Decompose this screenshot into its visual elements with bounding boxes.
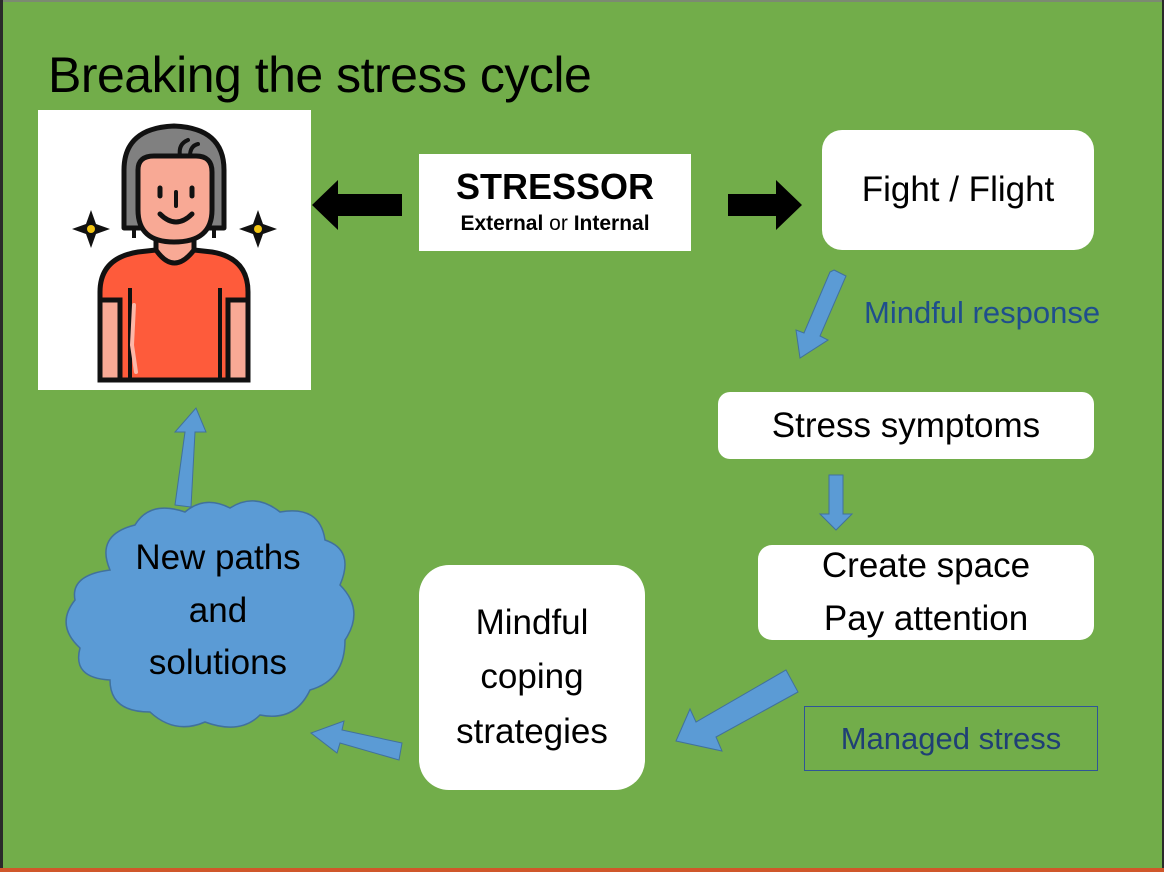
stressor-box: STRESSOR External or Internal: [419, 154, 691, 251]
create-space-box: Create space Pay attention: [758, 545, 1094, 640]
create-space-label: Create space: [821, 546, 1031, 585]
arrow-right-black-icon: [728, 180, 802, 230]
pay-attention-label: Pay attention: [823, 598, 1029, 638]
arrow-down-left-blue-icon-2: [675, 669, 799, 752]
slide-title: Breaking the stress cycle: [48, 47, 592, 103]
new-paths-cloud-text: New paths and solutions: [100, 532, 336, 690]
window-frame-right: [1162, 0, 1164, 872]
stressor-internal: Internal: [573, 212, 650, 235]
arrow-up-blue-icon: [173, 407, 207, 508]
fight-flight-box: Fight / Flight: [822, 130, 1094, 250]
cloud-line-2: and: [188, 590, 248, 630]
thought-cloud-shape: [65, 500, 355, 728]
stress-symptoms-label: Stress symptoms: [771, 405, 1041, 445]
arrow-down-left-blue-icon: [795, 269, 847, 359]
coping-line-2: coping: [480, 657, 584, 697]
stressor-heading: STRESSOR: [455, 166, 655, 207]
stressor-external: External: [460, 212, 544, 235]
stressor-subtitle: External or Internal: [419, 212, 691, 236]
coping-line-3: strategies: [456, 711, 608, 751]
cloud-line-3: solutions: [148, 643, 288, 682]
cloud-line-1: New paths: [135, 538, 301, 577]
managed-stress-box: Managed stress: [804, 706, 1098, 771]
sparkle-right-icon: [239, 210, 277, 248]
arrow-left-blue-icon: [309, 720, 403, 761]
arrow-left-black-icon: [312, 180, 402, 230]
coping-strategies-box: Mindful coping strategies: [419, 565, 645, 790]
sparkle-left-icon: [72, 210, 110, 248]
stressor-connector: or: [549, 212, 568, 235]
window-frame-top: [0, 0, 1164, 2]
bottom-accent-bar: [0, 868, 1164, 872]
arrow-down-blue-icon: [818, 474, 854, 531]
coping-line-1: Mindful: [475, 603, 589, 643]
window-frame-left: [0, 0, 3, 872]
mindful-response-label: Mindful response: [864, 295, 1101, 330]
fight-flight-label: Fight / Flight: [861, 170, 1055, 209]
stress-symptoms-box: Stress symptoms: [718, 392, 1094, 459]
managed-stress-label: Managed stress: [840, 720, 1062, 756]
person-illustration: [38, 110, 311, 390]
smiling-woman-icon: [72, 123, 277, 383]
